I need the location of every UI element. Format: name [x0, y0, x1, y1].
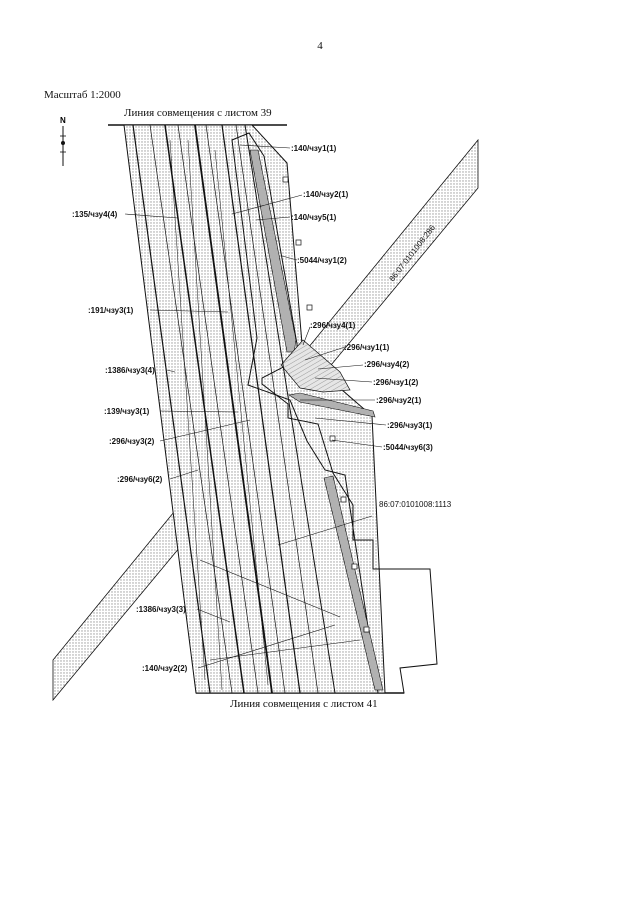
label-296-chzu4-2: :296/чзу4(2) — [364, 360, 410, 369]
boundary-band — [249, 149, 297, 353]
label-1386-chzu3-3: :1386/чзу3(3) — [136, 605, 186, 614]
scale-label: Масштаб 1:2000 — [44, 89, 121, 101]
boundary-band-lower — [323, 475, 384, 691]
page-number: 4 — [317, 40, 323, 52]
label-140-chzu5-1: :140/чзу5(1) — [291, 213, 337, 222]
label-191-chzu3-1: :191/чзу3(1) — [88, 306, 134, 315]
label-5044-chzu1-2: :5044/чзу1(2) — [297, 256, 347, 265]
label-296-chzu3-1: :296/чзу3(1) — [387, 421, 433, 430]
leader-lines — [124, 144, 387, 669]
label-5044-chzu6-3: :5044/чзу6(3) — [383, 443, 433, 452]
label-296-chzu4-1: :296/чзу4(1) — [310, 321, 356, 330]
parcel-1113-outline — [231, 132, 438, 694]
label-296-chzu2-1: :296/чзу2(1) — [376, 396, 422, 405]
label-140-chzu2-2: :140/чзу2(2) — [142, 664, 188, 673]
corridor-lines — [132, 124, 361, 694]
label-296-chzu6-2: :296/чзу6(2) — [117, 475, 163, 484]
label-1386-chzu3-4: :1386/чзу3(4) — [105, 366, 155, 375]
north-arrow-icon — [60, 126, 66, 166]
bottom-match-line-label: Линия совмещения с листом 41 — [230, 698, 378, 710]
parcel-1113-label: 86:07:0101008:1113 — [379, 500, 452, 509]
label-296-chzu1-1: :296/чзу1(1) — [344, 343, 390, 352]
label-140-chzu1-1: :140/чзу1(1) — [291, 144, 337, 153]
label-296-chzu1-2: :296/чзу1(2) — [373, 378, 419, 387]
label-140-chzu2-1: :140/чзу2(1) — [303, 190, 349, 199]
label-135-chzu4-4: :135/чзу4(4) — [72, 210, 118, 219]
label-139-chzu3-1: :139/чзу3(1) — [104, 407, 150, 416]
junction-wedge — [288, 392, 376, 418]
north-label: N — [60, 116, 66, 125]
label-296-chzu3-2: :296/чзу3(2) — [109, 437, 155, 446]
survey-markers — [282, 176, 370, 633]
top-match-line-label: Линия совмещения с листом 39 — [124, 107, 272, 119]
